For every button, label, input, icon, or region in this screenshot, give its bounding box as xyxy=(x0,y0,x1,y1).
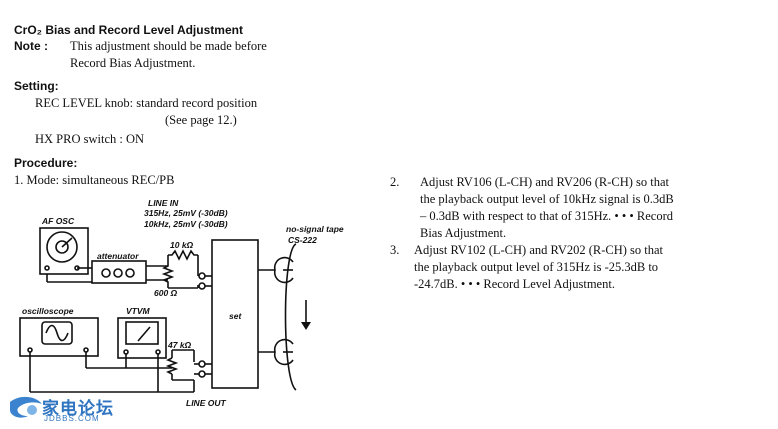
note-line-1: This adjustment should be made before xyxy=(70,39,267,53)
step-2-line-1: Adjust RV106 (L-CH) and RV206 (R-CH) so … xyxy=(420,175,670,189)
label-attenuator: attenuator xyxy=(97,251,139,261)
setting-heading: Setting: xyxy=(14,79,59,93)
setting-rec-level: REC LEVEL knob: standard record position xyxy=(35,96,258,110)
tape-path xyxy=(284,243,297,391)
watermark-url: JDBBS.COM xyxy=(44,414,100,423)
label-oscilloscope: oscilloscope xyxy=(22,306,74,316)
label-line-out: LINE OUT xyxy=(186,398,226,408)
label-10k-ohm: 10 kΩ xyxy=(170,240,194,250)
resistor-10k-icon xyxy=(168,249,198,261)
step-3-line-3: -24.7dB. • • • Record Level Adjustment. xyxy=(414,277,615,291)
procedure-heading: Procedure: xyxy=(14,156,78,170)
label-cs222: CS-222 xyxy=(288,235,317,245)
waveform-icon xyxy=(45,324,69,342)
resistor-47k-icon xyxy=(165,357,179,375)
label-af-osc: AF OSC xyxy=(42,216,75,226)
label-line-in: LINE IN xyxy=(148,198,179,208)
attenuator-box xyxy=(91,260,147,284)
vtvm-box xyxy=(117,317,167,359)
setting-see-page: (See page 12.) xyxy=(165,113,237,127)
page-title: CrO₂ Bias and Record Level Adjustment xyxy=(14,23,243,37)
note-line-2: Record Bias Adjustment. xyxy=(70,56,196,70)
procedure-step-1: 1. Mode: simultaneous REC/PB xyxy=(14,173,175,187)
watermark-name: 家电论坛 xyxy=(42,399,114,419)
step-2-line-3: – 0.3dB with respect to that of 315Hz. •… xyxy=(420,209,674,223)
label-vtvm: VTVM xyxy=(126,306,150,316)
resistor-600-icon xyxy=(161,262,175,288)
af-osc-box xyxy=(39,227,89,275)
label-line-in-10khz: 10kHz, 25mV (-30dB) xyxy=(144,219,228,229)
step-3-line-2: the playback output level of 315Hz is -2… xyxy=(414,260,659,274)
oscilloscope-box xyxy=(19,317,99,357)
label-47k-ohm: 47 kΩ xyxy=(168,340,192,350)
af-osc-dial-icon xyxy=(46,231,78,263)
label-set: set xyxy=(229,311,242,321)
watermark-logo-icon xyxy=(10,396,42,418)
step-2-line-4: Bias Adjustment. xyxy=(420,226,507,240)
note-label: Note : xyxy=(14,39,48,53)
step-2-line-2: the playback output level of 10kHz signa… xyxy=(420,192,674,206)
label-600-ohm: 600 Ω xyxy=(154,288,178,298)
step-3-line-1: Adjust RV102 (L-CH) and RV202 (R-CH) so … xyxy=(414,243,664,257)
step-2-number: 2. xyxy=(390,175,400,189)
label-line-in-315hz: 315Hz, 25mV (-30dB) xyxy=(144,208,228,218)
step-3-number: 3. xyxy=(390,243,400,257)
setting-hx-pro: HX PRO switch : ON xyxy=(35,132,145,146)
set-box xyxy=(211,239,259,389)
label-no-signal-tape: no-signal tape xyxy=(286,224,344,234)
meter-needle-icon xyxy=(137,326,151,342)
